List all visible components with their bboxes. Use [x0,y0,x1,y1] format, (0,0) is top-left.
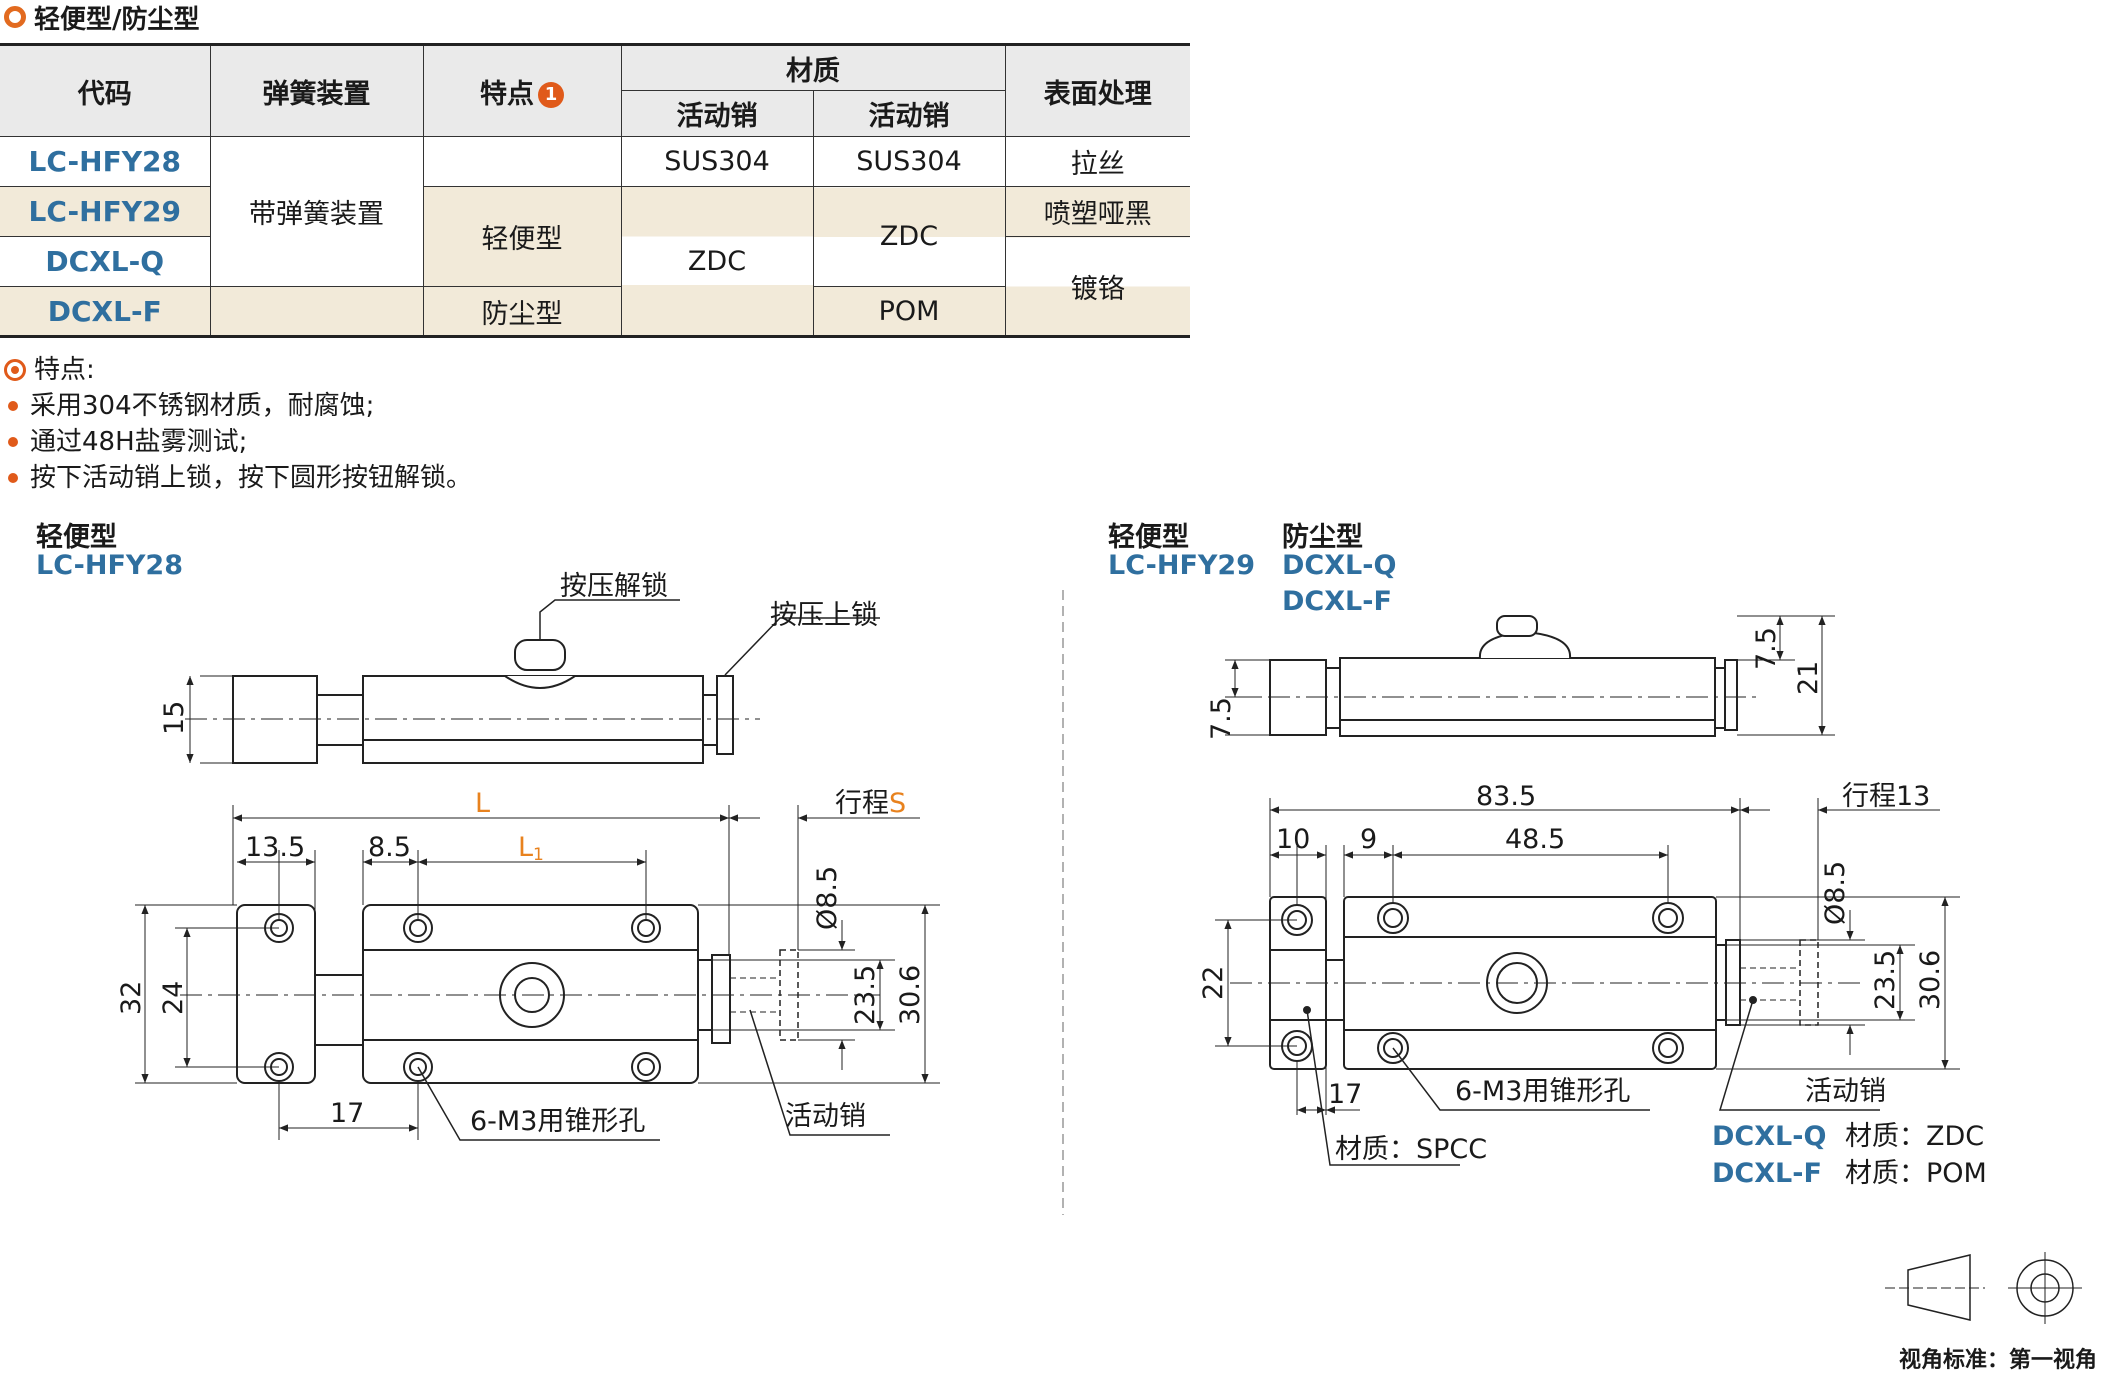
dim-23-5: 23.5 [850,965,881,1025]
left-side-view [185,599,880,764]
dim-8-5: 8.5 [368,832,411,863]
circle-icon [4,6,26,28]
code-cell: LC-HFY29 [0,186,211,237]
dim-L1: L1 [518,832,544,865]
dim-22: 22 [1198,966,1229,1000]
dim-83-5: 83.5 [1476,781,1536,812]
dim-15: 15 [159,701,190,735]
bullet-icon [8,473,18,483]
material-cell: ZDC [812,186,1006,287]
dim-21: 21 [1793,661,1824,695]
projection-symbol-icon [1885,1252,2082,1324]
header-material-pin-2: 活动销 [812,90,1005,137]
feature-cell: 轻便型 [422,186,622,287]
features-list: 特点: 采用304不锈钢材质，耐腐蚀; 通过48H盐雾测试; 按下活动销上锁，按… [4,352,472,496]
dim-stroke-13: 行程13 [1842,781,1930,812]
features-title: 特点: [34,355,95,385]
bullet-icon [8,401,18,411]
q-material: 材质：ZDC [1845,1121,1984,1152]
code-cell: LC-HFY28 [0,136,211,187]
feature-item: 通过48H盐雾测试; [30,427,248,457]
dim-17: 17 [1328,1079,1362,1110]
feature-cell-empty [422,136,622,187]
bullet-icon [8,437,18,447]
dim-24: 24 [158,981,189,1015]
right-model-label-1: LC-HFY29 [1108,550,1256,581]
feature-cell: 防尘型 [422,286,622,337]
feature-item: 采用304不锈钢材质，耐腐蚀; [30,391,375,421]
projection-standard: 视角标准：第一视角 [1898,1348,2097,1373]
dim-10: 10 [1276,824,1310,855]
dim-30-6: 30.6 [895,965,926,1025]
pin-label: 活动销 [785,1101,866,1132]
section-header: 轻便型/防尘型 [4,2,200,35]
pin-label: 活动销 [1805,1076,1886,1107]
header-material: 材质 [620,44,1006,91]
spring-cell-empty [209,286,424,337]
dim-dia: Ø8.5 [1820,861,1851,925]
header-surface: 表面处理 [1004,44,1190,137]
left-top-view [135,805,940,1141]
dim-13-5: 13.5 [245,832,305,863]
dim-7-5b: 7.5 [1751,627,1782,670]
dim-48-5: 48.5 [1505,824,1565,855]
section-title: 轻便型/防尘型 [34,4,200,35]
dim-L: L [475,788,490,819]
left-type-label: 轻便型 [36,522,117,553]
right-model-label-2a: DCXL-Q [1282,550,1397,581]
surface-cell: 镀铬 [1004,236,1190,337]
header-spring: 弹簧装置 [209,44,424,137]
dim-7-5a: 7.5 [1206,697,1237,740]
dim-stroke: 行程S [835,788,906,819]
right-side-view [1225,615,1835,737]
f-material: 材质：POM [1845,1158,1987,1189]
unlock-callout: 按压解锁 [560,571,668,602]
dim-9: 9 [1360,824,1377,855]
header-code: 代码 [0,44,211,137]
f-code: DCXL-F [1712,1158,1822,1189]
surface-cell: 喷塑哑黑 [1004,186,1190,237]
dim-30-6: 30.6 [1915,950,1946,1010]
target-icon [4,359,26,381]
dim-32: 32 [116,981,147,1015]
feature-badge: 1 [538,82,564,108]
body-material: 材质：SPCC [1335,1134,1487,1165]
dim-dia: Ø8.5 [812,866,843,930]
lock-callout: 按压上锁 [770,600,878,631]
header-material-pin-1: 活动销 [621,90,814,137]
holes-label: 6-M3用锥形孔 [1455,1076,1630,1107]
right-type-label-2: 防尘型 [1282,522,1363,553]
dim-23-5: 23.5 [1870,950,1901,1010]
right-top-view [1215,798,1960,1166]
holes-label: 6-M3用锥形孔 [470,1106,645,1137]
code-cell: DCXL-Q [0,236,211,287]
left-model-label: LC-HFY28 [36,550,184,581]
spring-cell: 带弹簧装置 [209,136,424,287]
dim-17: 17 [330,1098,364,1129]
right-model-label-2b: DCXL-F [1282,586,1392,617]
feature-item: 按下活动销上锁，按下圆形按钮解锁。 [30,463,473,493]
material-cell: ZDC [620,186,814,337]
q-code: DCXL-Q [1712,1121,1826,1152]
right-type-label-1: 轻便型 [1108,522,1189,553]
code-cell: DCXL-F [0,286,211,337]
material-cell: SUS304 [620,136,814,187]
material-cell: POM [812,286,1005,337]
